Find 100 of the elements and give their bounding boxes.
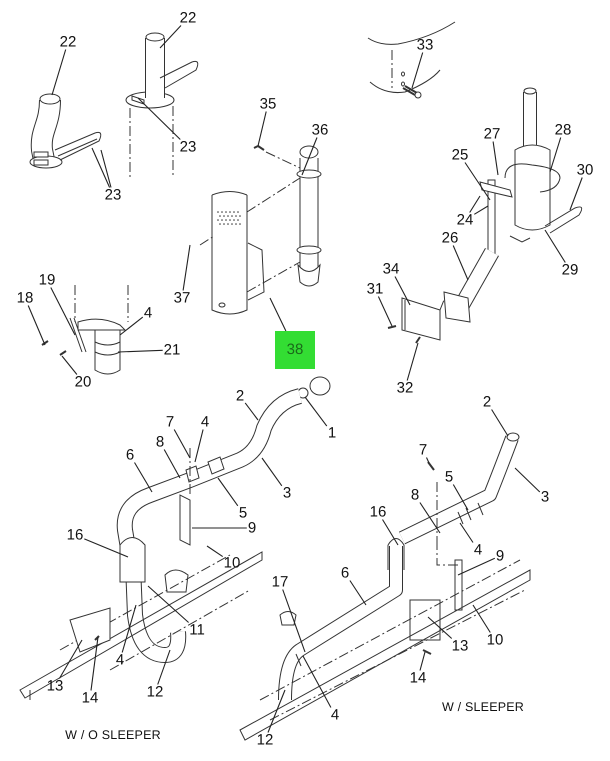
leader-line — [491, 409, 508, 436]
leader-line — [474, 206, 488, 215]
leader-line — [458, 558, 496, 576]
callout-number: 26 — [440, 230, 460, 246]
leader-line — [206, 546, 223, 558]
leader-line — [257, 111, 267, 146]
leader-line — [58, 640, 82, 679]
leader-line — [452, 484, 468, 510]
callout-number: 20 — [74, 374, 92, 390]
leader-line — [120, 316, 144, 336]
callout-number: 3 — [540, 490, 550, 504]
leader-line — [469, 196, 480, 213]
leader-line — [428, 616, 452, 639]
callout-number: 16 — [368, 504, 388, 520]
callout-number: 36 — [310, 122, 330, 138]
leader-line — [569, 177, 583, 210]
callout-number: 5 — [444, 470, 454, 484]
callout-number: 2 — [482, 394, 492, 410]
callout-number: 7 — [164, 414, 176, 430]
leader-line — [92, 148, 110, 188]
callout-number: 14 — [80, 690, 100, 706]
leader-line — [157, 650, 171, 685]
leader-line — [262, 458, 282, 486]
callout-number: 4 — [114, 652, 126, 668]
leader-line — [182, 244, 191, 291]
callout-number: 9 — [494, 548, 506, 564]
leader-line — [544, 230, 566, 263]
leader-line — [174, 429, 190, 458]
callout-number: 8 — [154, 434, 166, 450]
callout-number: 21 — [162, 342, 182, 358]
leader-line — [218, 478, 238, 506]
leader-line — [164, 449, 180, 478]
leader-line — [28, 305, 46, 346]
callout-number: 6 — [340, 566, 350, 580]
leader-line — [394, 276, 410, 306]
callout-number: 24 — [456, 212, 474, 228]
leader-line — [302, 656, 332, 708]
leader-line — [406, 342, 419, 381]
callout-number: 35 — [258, 96, 278, 112]
callout-number: 33 — [416, 38, 434, 52]
leader-line — [419, 502, 440, 534]
leader-line — [244, 402, 258, 420]
leader-line — [349, 580, 366, 606]
leader-line — [460, 522, 474, 543]
callout-number: 9 — [246, 520, 258, 536]
leader-line — [192, 527, 247, 529]
highlighted-callout-number: 38 — [275, 331, 315, 369]
callout-number: 37 — [172, 290, 192, 306]
variant-caption: W / SLEEPER — [442, 700, 524, 714]
leader-line — [84, 538, 128, 558]
leader-line — [282, 589, 306, 652]
leader-line — [134, 462, 152, 492]
callout-number: 29 — [560, 262, 580, 278]
callout-number: 4 — [200, 414, 210, 430]
callout-number: 2 — [234, 388, 246, 404]
leader-line — [411, 52, 424, 88]
callout-number: 34 — [382, 262, 400, 276]
leader-line — [419, 652, 426, 671]
callout-number: 22 — [58, 34, 78, 50]
leader-line — [452, 245, 468, 280]
leader-line — [50, 287, 76, 336]
callout-number: 8 — [410, 488, 420, 502]
leader-line — [304, 396, 328, 426]
callout-number: 12 — [256, 732, 274, 748]
leader-line — [549, 137, 562, 172]
callout-number: 5 — [238, 506, 248, 520]
leader-line — [514, 468, 540, 492]
leader-line — [464, 162, 490, 200]
callout-number: 7 — [418, 442, 428, 458]
callout-number: 30 — [576, 162, 594, 178]
callout-number: 17 — [270, 574, 290, 590]
callout-number: 4 — [472, 542, 484, 558]
leader-line — [301, 137, 318, 176]
callout-number: 18 — [16, 290, 34, 306]
callout-number: 22 — [178, 10, 198, 26]
callout-number: 6 — [124, 448, 136, 462]
callout-number: 19 — [38, 272, 56, 288]
callout-number: 10 — [486, 632, 504, 648]
callout-number: 28 — [554, 122, 572, 138]
callout-number: 4 — [142, 306, 154, 320]
leader-line — [267, 690, 286, 733]
leader-line — [90, 636, 99, 691]
leader-line — [492, 141, 499, 176]
leader-line — [194, 429, 204, 462]
leader-line — [426, 457, 430, 464]
leader-line — [51, 49, 66, 96]
callout-number: 1 — [326, 426, 338, 440]
leader-line — [122, 604, 137, 653]
callout-number: 10 — [222, 556, 242, 570]
leader-line — [472, 604, 491, 633]
callout-number: 12 — [146, 684, 164, 700]
callout-number: 23 — [104, 188, 122, 202]
leader-line — [270, 298, 286, 332]
callout-number: 32 — [396, 380, 414, 396]
callout-number: 27 — [482, 126, 502, 142]
callout-number: 13 — [450, 638, 470, 654]
callout-number: 11 — [188, 622, 206, 638]
callout-number: 13 — [46, 678, 64, 694]
callout-number: 23 — [178, 140, 198, 154]
callout-number: 3 — [282, 486, 292, 500]
